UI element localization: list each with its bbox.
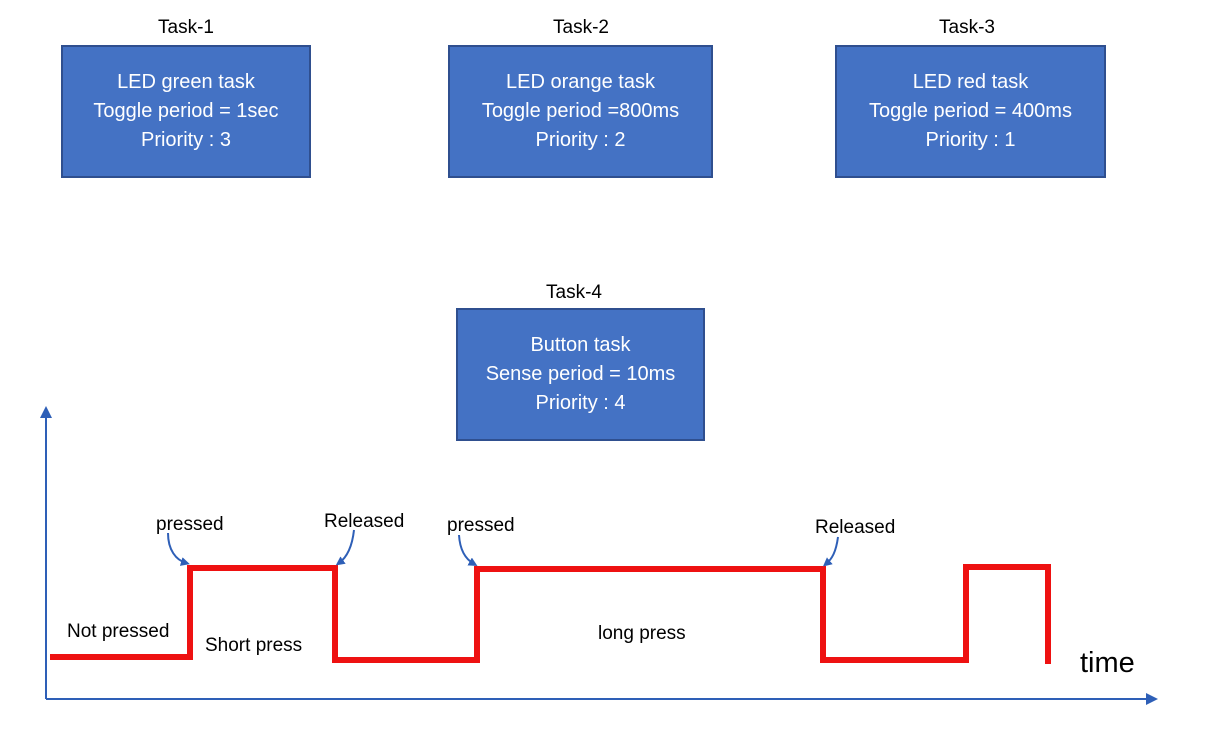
task-4-box: Button task Sense period = 10ms Priority… — [456, 308, 705, 441]
task-1-title: Task-1 — [158, 17, 214, 38]
task-4-period: Sense period = 10ms — [485, 363, 676, 385]
released-2-arrow — [822, 536, 839, 567]
task-1-box: LED green task Toggle period = 1sec Prio… — [61, 45, 311, 178]
released-1-label: Released — [324, 511, 405, 532]
released-2-label: Released — [815, 517, 896, 538]
button-signal-waveform — [50, 564, 1051, 664]
task-3-name: LED red task — [912, 71, 1029, 93]
task-3-period: Toggle period = 400ms — [869, 100, 1072, 122]
task-2-box: LED orange task Toggle period =800ms Pri… — [448, 45, 713, 178]
task-4-priority: Priority : 4 — [535, 392, 626, 414]
task-2-priority: Priority : 2 — [535, 129, 626, 151]
task-2-period: Toggle period =800ms — [481, 100, 680, 122]
released-1-arrow — [335, 529, 355, 566]
task-3-title: Task-3 — [939, 17, 995, 38]
task-4-name: Button task — [530, 334, 631, 356]
pressed-2-label: pressed — [447, 515, 515, 536]
task-1-period: Toggle period = 1sec — [93, 100, 279, 122]
pressed-2-arrow — [458, 534, 478, 566]
task-2-name: LED orange task — [506, 71, 655, 93]
task-2-title: Task-2 — [553, 17, 609, 38]
task-1-name: LED green task — [117, 71, 255, 93]
pressed-1-arrow — [167, 532, 190, 566]
not-pressed-label: Not pressed — [67, 621, 170, 642]
short-press-label: Short press — [205, 635, 303, 656]
task-3-priority: Priority : 1 — [925, 129, 1016, 151]
pressed-1-label: pressed — [156, 514, 224, 535]
task-4-title: Task-4 — [546, 282, 602, 303]
task-1-priority: Priority : 3 — [140, 129, 232, 151]
time-axis-label: time — [1080, 647, 1135, 679]
task-3-box: LED red task Toggle period = 400ms Prior… — [835, 45, 1106, 178]
long-press-label: long press — [598, 623, 686, 644]
